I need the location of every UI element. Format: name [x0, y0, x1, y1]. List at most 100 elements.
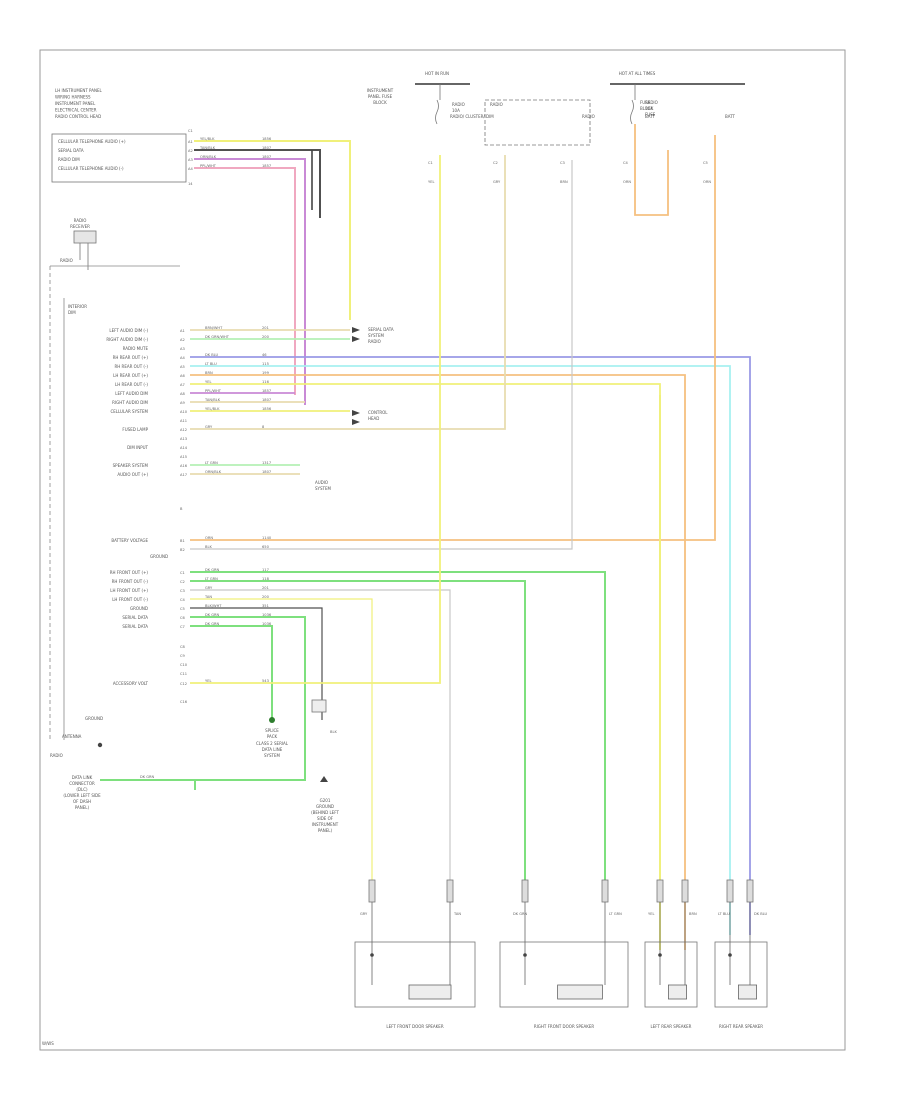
speaker-3-box — [644, 941, 698, 1008]
fuse-output-pin: C1 — [428, 161, 433, 165]
lower-row-pin: C2 — [180, 580, 185, 584]
fuse-output-pin: C4 — [623, 161, 629, 165]
fuse-block-title: PANEL FUSE — [368, 94, 393, 99]
header-pin-14: 14 — [188, 182, 193, 186]
lower-row-color: DK GRN — [205, 568, 220, 572]
side-note: AUDIO — [315, 480, 328, 485]
fuse-output-label: RADIO/ CLUSTER/ DIM — [450, 114, 494, 119]
grounding-note: G201 — [320, 798, 331, 803]
lower-row-circuit: 200 — [262, 595, 270, 599]
lower-row-pin: C4 — [180, 598, 186, 602]
ground-connector — [311, 699, 327, 713]
radio-side-label: INTERIOR — [68, 304, 87, 309]
side-row-pin: A6 — [180, 374, 185, 378]
lower-row-circuit: 1036 — [262, 622, 272, 626]
fuse-block-title: FUSE — [640, 100, 651, 105]
battery-row-circuit: 650 — [262, 545, 270, 549]
side-row-label: LEFT AUDIO DIM (-) — [109, 328, 148, 333]
speaker-wire-b: TAN — [453, 912, 461, 916]
side-row-label: LEFT AUDIO DIM — [115, 391, 148, 396]
side-row-label: LH REAR OUT (-) — [115, 382, 148, 387]
fuse-output-label: BATT — [725, 114, 736, 119]
side-note: SYSTEM — [315, 486, 331, 491]
ground-node — [97, 742, 103, 748]
side-row-pin: A8 — [180, 392, 185, 396]
side-row-pin: A2 — [180, 338, 185, 342]
component-layer — [49, 83, 768, 1008]
ground-symbol — [320, 776, 328, 782]
header-wire — [194, 149, 321, 218]
side-row-label: RH REAR OUT (+) — [113, 355, 149, 360]
speaker-name: RIGHT FRONT DOOR SPEAKER — [534, 1024, 595, 1029]
battery-row-color: ORN — [205, 536, 213, 540]
lower-row-label: LH FRONT OUT (-) — [112, 597, 148, 602]
battery-row-pin: B1 — [180, 539, 185, 543]
side-row-circuit: 200 — [262, 335, 270, 339]
battery-wire — [190, 135, 716, 541]
splice-node — [269, 717, 275, 723]
connector-b-label: B — [180, 507, 183, 511]
radio-receiver-label: RECEIVER — [70, 224, 90, 229]
side-row-color: ORN/BLK — [205, 470, 222, 474]
side-note: CONTROL — [368, 410, 388, 415]
battery-row-color: BLK — [205, 545, 212, 549]
dlc-note: CONNECTOR — [69, 781, 95, 786]
header-row-label: CELLULAR TELEPHONE AUDIO (-) — [58, 166, 124, 171]
fuse-sub: 10A — [645, 106, 653, 111]
dlc-note: PANEL) — [75, 805, 90, 810]
speaker-name: LEFT REAR SPEAKER — [651, 1024, 692, 1029]
grounding-note: PANEL) — [318, 828, 333, 833]
side-row-label: RH REAR OUT (-) — [114, 364, 148, 369]
header-wire — [194, 158, 306, 405]
grounding-wire-label: BLK — [330, 730, 337, 734]
speaker-node — [370, 953, 374, 957]
speaker-name: RIGHT REAR SPEAKER — [719, 1024, 763, 1029]
speaker-wire-a: GRY — [360, 912, 368, 916]
speaker-2-box — [499, 941, 629, 1008]
ground-node-label: GROUND — [85, 716, 103, 721]
speaker-coil — [668, 984, 688, 1000]
speaker-4-box — [714, 941, 768, 1008]
side-row-wire — [190, 365, 731, 935]
ground-label: GROUND — [150, 554, 168, 559]
lower-row-color: DK GRN — [205, 622, 220, 626]
header-wire — [194, 140, 351, 320]
speaker-wire-b: BRN — [689, 912, 697, 916]
fuse-sub: RADIO — [452, 102, 465, 107]
header-row-label: SERIAL DATA — [58, 148, 84, 153]
header-row-circuit: 1857 — [262, 164, 271, 168]
fuse-block-title: BLOCK — [640, 106, 654, 111]
lower-spare-pin: C10 — [180, 663, 188, 667]
fuse-output-label: BATT — [645, 114, 656, 119]
header-block-line: INSTRUMENT PANEL — [55, 101, 96, 106]
fuse-block-box-label: RADIO — [490, 102, 503, 107]
lower-row-color: BLK/WHT — [205, 604, 222, 608]
fuse-block-header: HOT IN RUN — [425, 71, 449, 76]
speaker-name: LEFT FRONT DOOR SPEAKER — [386, 1024, 443, 1029]
lower-row-circuit: 351 — [262, 604, 269, 608]
side-row-pin: A14 — [180, 446, 188, 450]
side-row-color: BRN — [205, 371, 213, 375]
splice-label: SPLICE — [265, 728, 279, 733]
speaker-coil — [408, 984, 452, 1000]
speaker-connector — [446, 879, 454, 903]
diagram-frame — [39, 49, 846, 1051]
lower-row-color: DK GRN — [205, 613, 220, 617]
lower-row-color: LT GRN — [205, 577, 218, 581]
side-row-pin: A3 — [180, 347, 185, 351]
lower-row-circuit: 117 — [262, 568, 269, 572]
side-row-wire — [190, 374, 686, 950]
lower-row-label: SERIAL DATA — [122, 624, 148, 629]
continuation-arrow — [352, 327, 360, 333]
grounding-note: (BEHIND LEFT — [311, 810, 339, 815]
fuse-output-label: RADIO — [582, 114, 595, 119]
lower-row-pin: C3 — [180, 589, 185, 593]
lower-row-label: GROUND — [130, 606, 148, 611]
radio-row-label: RADIO — [60, 258, 73, 263]
side-row-pin: A10 — [180, 410, 188, 414]
side-row-color: DK GRN/WHT — [205, 335, 230, 339]
grounding-note: GROUND — [316, 804, 334, 809]
side-row-pin: A16 — [180, 464, 188, 468]
